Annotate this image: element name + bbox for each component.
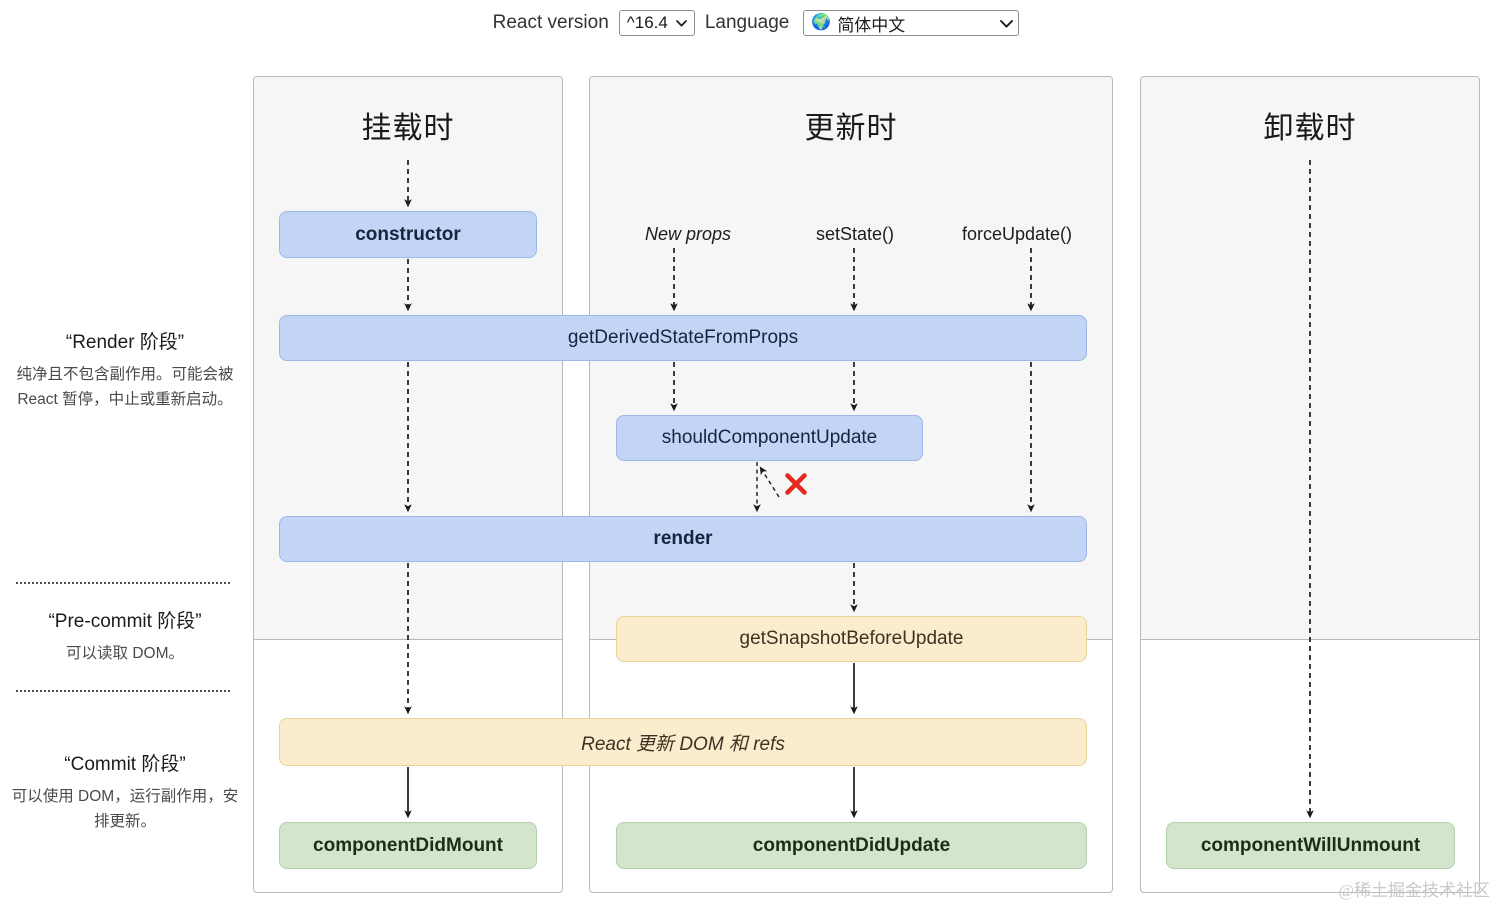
phase-render-desc: 纯净且不包含副作用。可能会被 React 暂停，中止或重新启动。 — [16, 366, 234, 409]
watermark: @稀土掘金技术社区 — [1338, 881, 1490, 900]
chevron-down-icon — [675, 19, 687, 27]
react-version-select[interactable]: ^16.4 — [618, 10, 695, 36]
phase-render: “Render 阶段” 纯净且不包含副作用。可能会被 React 暂停，中止或重… — [8, 327, 242, 412]
column-mounting-title: 挂载时 — [361, 112, 455, 145]
lifecycle-box-render[interactable]: render — [279, 516, 1087, 562]
lifecycle-box-get-derived-state-from-props-label: getDerivedStateFromProps — [567, 327, 799, 348]
phase-precommit: “Pre-commit 阶段” 可以读取 DOM。 — [8, 606, 242, 666]
lifecycle-box-component-did-mount[interactable]: componentDidMount — [279, 822, 537, 869]
column-updating-title: 更新时 — [804, 112, 898, 145]
lifecycle-box-render-label: render — [653, 528, 713, 549]
phase-commit: “Commit 阶段” 可以使用 DOM，运行副作用，安排更新。 — [8, 749, 242, 834]
lifecycle-box-should-component-update-label: shouldComponentUpdate — [661, 427, 878, 448]
toolbar: React version ^16.4 Language 🌍 简体中文 — [0, 0, 1512, 46]
phase-commit-desc: 可以使用 DOM，运行副作用，安排更新。 — [11, 788, 239, 831]
phase-commit-title: “Commit 阶段” — [64, 754, 186, 775]
lifecycle-box-component-will-unmount-label: componentWillUnmount — [1200, 834, 1421, 856]
lifecycle-box-get-snapshot-before-update[interactable]: getSnapshotBeforeUpdate — [616, 616, 1087, 662]
phase-precommit-desc: 可以读取 DOM。 — [66, 645, 184, 662]
lifecycle-box-react-updates-dom-label: React 更新 DOM 和 refs — [581, 733, 785, 755]
globe-icon: 🌍 — [811, 14, 832, 31]
phase-sidebar: “Render 阶段” 纯净且不包含副作用。可能会被 React 暂停，中止或重… — [0, 0, 250, 913]
lifecycle-box-get-snapshot-before-update-label: getSnapshotBeforeUpdate — [739, 628, 964, 649]
language-value: 简体中文 — [837, 15, 906, 35]
trigger-new-props: New props — [644, 224, 732, 244]
react-version-label: React version — [492, 12, 609, 33]
phase-render-title: “Render 阶段” — [65, 332, 185, 353]
lifecycle-box-component-will-unmount[interactable]: componentWillUnmount — [1166, 822, 1455, 869]
trigger-set-state: setState() — [815, 224, 895, 244]
chevron-down-icon — [1000, 19, 1014, 28]
lifecycle-box-constructor[interactable]: constructor — [279, 211, 537, 258]
phase-precommit-title: “Pre-commit 阶段” — [48, 611, 202, 632]
skip-update-x-icon — [783, 471, 809, 497]
lifecycle-box-component-did-update[interactable]: componentDidUpdate — [616, 822, 1087, 869]
phase-divider-top — [16, 582, 230, 584]
lifecycle-box-constructor-label: constructor — [355, 223, 461, 245]
lifecycle-box-component-did-mount-label: componentDidMount — [313, 834, 503, 856]
column-unmounting-title: 卸载时 — [1263, 112, 1357, 145]
lifecycle-box-get-derived-state-from-props[interactable]: getDerivedStateFromProps — [279, 315, 1087, 361]
phase-divider-bottom — [16, 690, 230, 692]
lifecycle-box-react-updates-dom[interactable]: React 更新 DOM 和 refs — [279, 718, 1087, 766]
trigger-force-update: forceUpdate() — [961, 224, 1073, 244]
react-version-value: ^16.4 — [626, 13, 668, 32]
language-select[interactable]: 🌍 简体中文 — [803, 10, 1020, 36]
lifecycle-box-component-did-update-label: componentDidUpdate — [752, 834, 951, 856]
language-label: Language — [704, 12, 790, 33]
lifecycle-box-should-component-update[interactable]: shouldComponentUpdate — [616, 415, 923, 461]
